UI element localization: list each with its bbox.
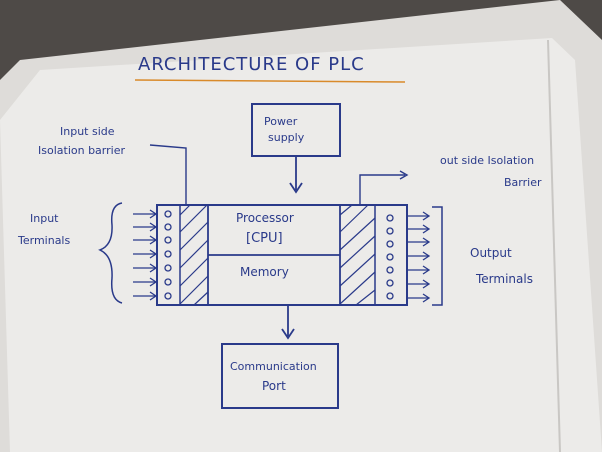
input-isolation-label-2: Isolation barrier	[38, 144, 125, 157]
input-terminal-circles	[164, 210, 172, 300]
output-terminals-label-1: Output	[470, 246, 512, 260]
communication-arrow-head	[281, 328, 295, 340]
output-isolation-label-1: out side Isolation	[440, 154, 534, 167]
output-isolation-label-2: Barrier	[504, 176, 542, 189]
output-terminals-bracket	[432, 206, 443, 306]
communication-label-1: Communication	[230, 360, 317, 373]
communication-label-2: Port	[262, 379, 286, 393]
input-terminals-label-2: Terminals	[17, 234, 70, 247]
output-arrows	[408, 211, 431, 303]
input-terminals-brace	[98, 202, 123, 304]
notebook-page	[0, 38, 602, 452]
input-isolation-hatch	[179, 204, 209, 306]
power-arrow-head	[289, 182, 303, 194]
output-isolation-hatch	[339, 204, 376, 306]
output-isolation-leader	[359, 174, 405, 206]
memory-label: Memory	[240, 265, 289, 279]
output-terminals-label-2: Terminals	[475, 272, 533, 286]
input-isolation-leader	[149, 144, 187, 205]
power-supply-label-2: supply	[268, 131, 305, 144]
input-terminals-label-1: Input	[30, 212, 59, 225]
output-terminal-circles	[386, 214, 394, 300]
input-arrows	[133, 209, 158, 301]
output-isolation-leader-arrow	[399, 170, 409, 180]
communication-port-box	[221, 343, 339, 409]
diagram-title: ARCHITECTURE OF PLC	[138, 54, 365, 75]
processor-label-2: [CPU]	[246, 231, 283, 246]
input-isolation-label-1: Input side	[60, 125, 115, 138]
page-edge	[547, 39, 561, 452]
power-supply-label-1: Power	[264, 115, 298, 128]
plc-main-box	[156, 204, 408, 306]
processor-label-1: Processor	[236, 211, 294, 225]
title-underline	[134, 79, 406, 83]
